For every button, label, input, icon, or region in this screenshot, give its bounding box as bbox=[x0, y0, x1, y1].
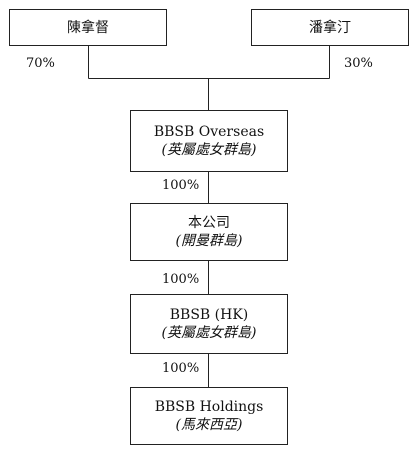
entity-box-bbsb-overseas: BBSB Overseas (英屬處女群島) bbox=[130, 110, 288, 172]
ownership-label-company: 100% bbox=[162, 178, 200, 193]
entity-name: BBSB Overseas bbox=[153, 124, 265, 140]
entity-name: 本公司 bbox=[188, 215, 230, 231]
shareholder-percent-chen: 70% bbox=[26, 56, 55, 71]
entity-jurisdiction: (英屬處女群島) bbox=[161, 142, 257, 158]
shareholder-name: 潘拿汀 bbox=[309, 19, 351, 36]
entity-box-bbsb-hk: BBSB (HK) (英屬處女群島) bbox=[130, 294, 288, 354]
entity-box-bbsb-holdings: BBSB Holdings (馬來西亞) bbox=[130, 387, 288, 445]
entity-name: BBSB Holdings bbox=[154, 399, 264, 415]
entity-jurisdiction: (馬來西亞) bbox=[175, 417, 243, 433]
entity-jurisdiction: (開曼群島) bbox=[175, 233, 243, 249]
entity-jurisdiction: (英屬處女群島) bbox=[161, 325, 257, 341]
shareholder-percent-pan: 30% bbox=[344, 56, 373, 71]
ownership-label-bbsb-holdings: 100% bbox=[162, 361, 200, 376]
shareholder-name: 陳拿督 bbox=[67, 19, 109, 36]
shareholder-box-pan: 潘拿汀 bbox=[251, 9, 409, 46]
shareholder-box-chen: 陳拿督 bbox=[9, 9, 167, 46]
entity-name: BBSB (HK) bbox=[169, 307, 249, 323]
entity-box-company: 本公司 (開曼群島) bbox=[130, 203, 288, 261]
ownership-label-bbsb-hk: 100% bbox=[162, 272, 200, 287]
